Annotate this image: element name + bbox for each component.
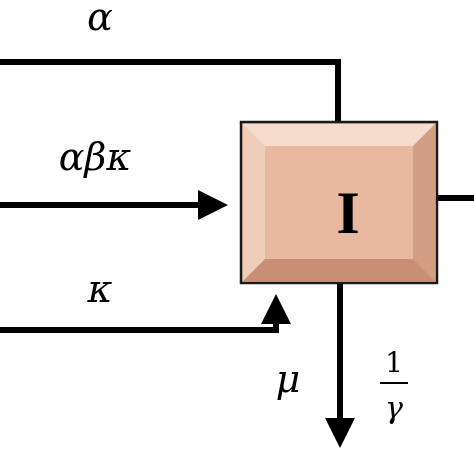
- fraction-denominator: γ: [385, 391, 403, 426]
- alpha-flow-line: [0, 59, 341, 122]
- alpha-beta-kappa-label: αβκ: [59, 135, 132, 179]
- box-bevel-top: [243, 124, 435, 146]
- outflow-rate-fraction: 1 γ: [380, 346, 408, 426]
- kappa-label: κ: [87, 267, 113, 311]
- box-bevel-right: [413, 124, 435, 281]
- box-label: I: [336, 180, 359, 246]
- mu-label: μ: [276, 357, 301, 401]
- box-bevel-left: [243, 124, 265, 281]
- box-face: [265, 146, 413, 259]
- kappa-flow-arrow: [0, 294, 291, 333]
- alpha-label: α: [87, 0, 113, 39]
- compartment-box-i: I: [239, 120, 439, 285]
- fraction-numerator: 1: [385, 346, 403, 379]
- box-bevel-bottom: [243, 259, 435, 281]
